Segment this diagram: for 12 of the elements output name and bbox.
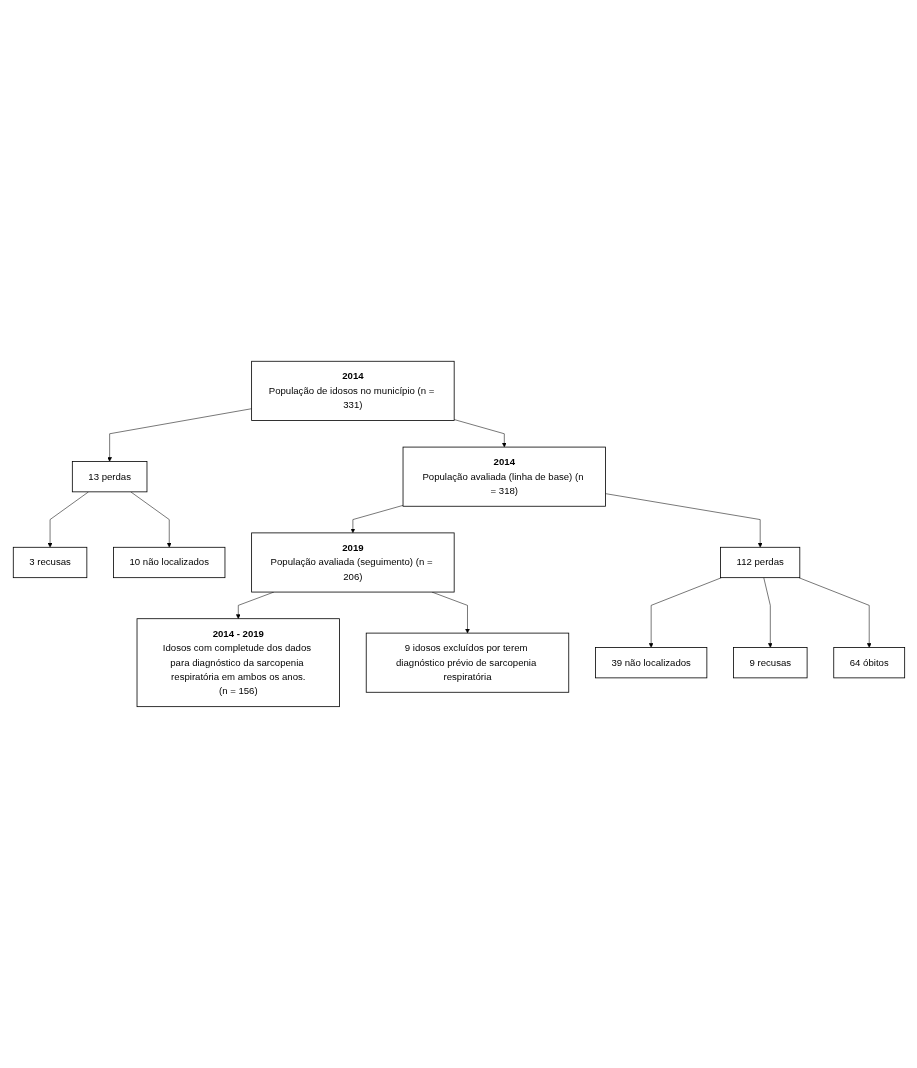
node-box: 2019 População avaliada (seguimento) (n = 206) [250,532,455,593]
node-box: 39 não localizados [594,647,707,679]
node-box: 2014 População de idosos no município (n = 331) [250,360,455,421]
node-box: 64 óbitos [832,647,905,679]
node-box: 10 não localizados [112,546,225,579]
node-box: 13 perdas [71,461,147,493]
node-box: 2014 - 2019 Idosos com completude dos dados para diagnóstico da sarcopenia respiratória em ambos os anos. (n = 156) [136,618,340,708]
node-box: 9 recusas [732,647,807,679]
node-box: 3 recusas [12,546,87,579]
node-box: 9 idosos excluídos por terem diagnóstico prévio de sarcopenia respiratória [365,632,569,693]
node-box: 2014 População avaliada (linha de base) (n = 318) [402,446,606,507]
node-box: 112 perdas [719,546,800,579]
